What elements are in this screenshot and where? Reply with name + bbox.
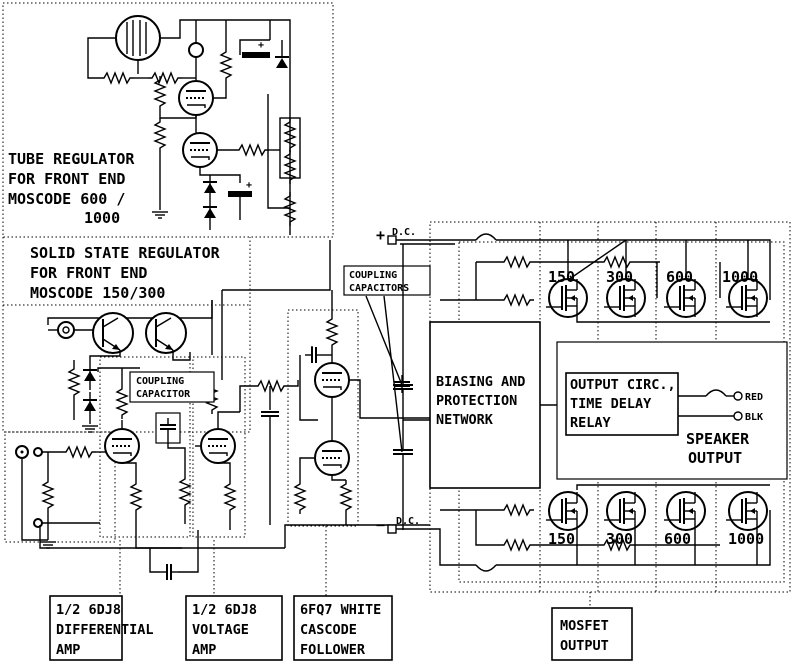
cascode-label: 6FQ7 WHITE CASCODE FOLLOWER <box>300 602 381 658</box>
mosfet-output-line-1: MOSFET <box>560 618 609 634</box>
mosfet-top-600: 600 <box>666 268 693 286</box>
diff-amp-line-2: DIFFERENTIAL <box>56 622 154 638</box>
tube-regulator-line-4: 1000 <box>84 209 120 227</box>
tube-regulator-line-2: FOR FRONT END <box>8 170 125 188</box>
tube-regulator-label: TUBE REGULATOR FOR FRONT END MOSCODE 600… <box>8 150 135 227</box>
mosfet-circuit <box>396 233 788 572</box>
voltage-amp-line-1: 1/2 6DJ8 <box>192 602 257 618</box>
speaker-output-line-1: SPEAKER <box>686 430 750 448</box>
front-end-circuit <box>15 240 430 580</box>
blk-terminal-label: BLK <box>745 412 763 423</box>
biasing-line-3: NETWORK <box>436 412 494 428</box>
tube-regulator-circuit: + + <box>87 15 301 235</box>
voltage-amp-line-2: VOLTAGE <box>192 622 249 638</box>
svg-text:+: + <box>258 40 264 51</box>
svg-text:+: + <box>246 180 252 191</box>
cascode-line-2: CASCODE <box>300 622 357 638</box>
ss-regulator-line-2: FOR FRONT END <box>30 264 147 282</box>
plus-sign: + <box>376 226 385 244</box>
mosfet-output-label: MOSFET OUTPUT <box>560 618 609 654</box>
diff-amp-line-1: 1/2 6DJ8 <box>56 602 121 618</box>
mosfet-bottom-600: 600 <box>664 530 691 548</box>
ss-regulator-line-3: MOSCODE 150/300 <box>30 284 165 302</box>
tube-regulator-line-3: MOSCODE 600 / <box>8 190 125 208</box>
cascode-label-box <box>293 595 393 661</box>
minus-dc-label: D.C. <box>396 516 420 527</box>
mosfet-bottom-300: 300 <box>606 530 633 548</box>
solid-state-regulator-border <box>2 237 251 433</box>
solid-state-regulator-circuit <box>47 300 213 433</box>
biasing-line-2: PROTECTION <box>436 393 517 409</box>
mosfet-bottom-1000: 1000 <box>728 530 764 548</box>
input-block-border <box>4 431 116 543</box>
voltage-amp-label: 1/2 6DJ8 VOLTAGE AMP <box>192 602 257 658</box>
output-circ-line-2: TIME DELAY <box>570 396 652 412</box>
red-terminal-label: RED <box>745 392 763 403</box>
output-circ-line-1: OUTPUT CIRC., <box>570 377 676 393</box>
mosfet-top-1000: 1000 <box>722 268 758 286</box>
voltage-amp-label-box <box>185 595 283 661</box>
tube-regulator-line-1: TUBE REGULATOR <box>8 150 135 168</box>
mosfet-output-label-box <box>551 607 633 661</box>
diff-amp-line-3: AMP <box>56 642 80 658</box>
diff-amp-label-box <box>49 595 123 661</box>
mosfet-block-border <box>429 221 791 593</box>
diff-amp-block-border <box>99 356 191 538</box>
coupling-capacitor-line-1: COUPLING <box>136 376 184 387</box>
cascode-line-3: FOLLOWER <box>300 642 366 658</box>
coupling-caps-circuit <box>343 235 455 534</box>
mosfet-bottom-150: 150 <box>548 530 575 548</box>
mosfet-top-ratings: 150 300 600 1000 <box>548 268 758 286</box>
minus-sign: − <box>376 516 385 534</box>
output-circ-line-3: RELAY <box>570 415 612 431</box>
speaker-output-line-2: OUTPUT <box>688 449 742 467</box>
voltage-amp-line-3: AMP <box>192 642 216 658</box>
plus-dc-label: D.C. <box>392 227 416 238</box>
cascode-line-1: 6FQ7 WHITE <box>300 602 381 618</box>
tube-regulator-border <box>2 2 334 238</box>
cascode-circuit <box>294 290 430 525</box>
cascode-block-border <box>287 309 359 527</box>
mosfet-top-150: 150 <box>548 268 575 286</box>
ss-regulator-line-1: SOLID STATE REGULATOR <box>30 244 221 262</box>
mosfet-output-line-2: OUTPUT <box>560 638 609 654</box>
solid-state-regulator-label: SOLID STATE REGULATOR FOR FRONT END MOSC… <box>30 244 221 302</box>
mosfet-bottom-ratings: 150 300 600 1000 <box>548 530 764 548</box>
coupling-capacitor-line-2: CAPACITOR <box>136 389 191 400</box>
diff-amp-label: 1/2 6DJ8 DIFFERENTIAL AMP <box>56 602 154 658</box>
biasing-line-1: BIASING AND <box>436 374 525 390</box>
coupling-capacitors-line-1: COUPLING <box>349 270 397 281</box>
coupling-capacitor-label-box <box>129 371 215 403</box>
coupling-capacitors-line-2: CAPACITORS <box>349 283 409 294</box>
mosfet-top-300: 300 <box>606 268 633 286</box>
